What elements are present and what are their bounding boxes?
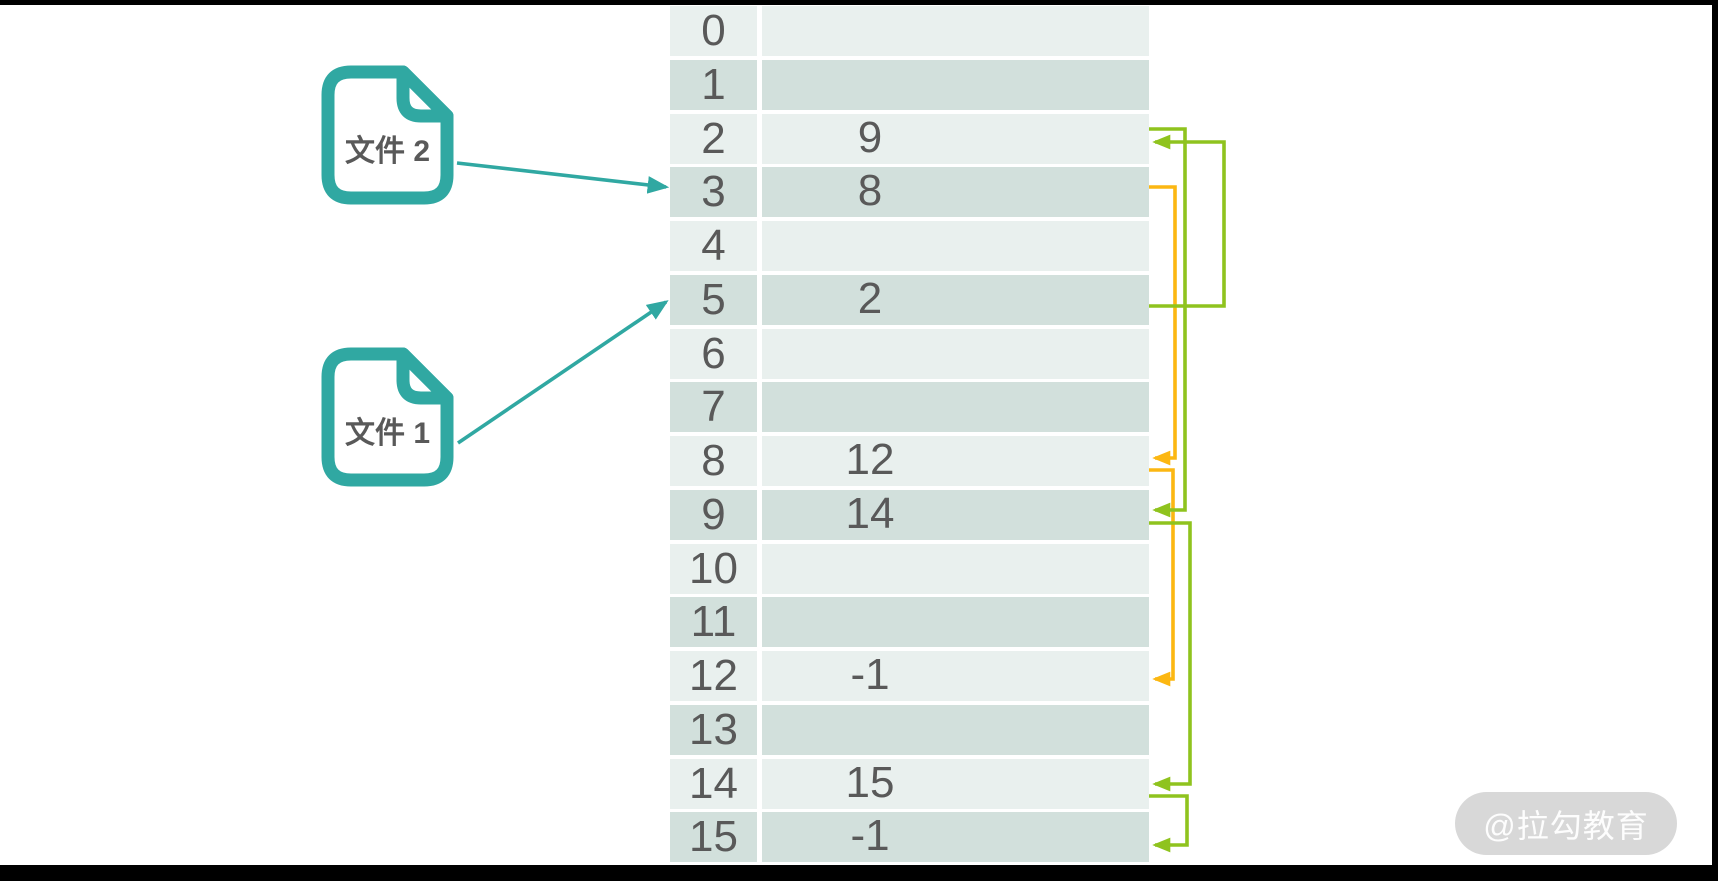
block-index-cell: 15 — [670, 812, 757, 863]
fat-value-text: -1 — [850, 650, 890, 700]
watermark-badge: @拉勾教育 — [1455, 792, 1677, 855]
file1-chain-link-14-15 — [1149, 794, 1189, 853]
block-index-cell: 8 — [670, 436, 757, 486]
file1-chain-link-9-14 — [1149, 521, 1192, 792]
file-1-label: 文件 1 — [344, 416, 431, 450]
block-index-cell: 3 — [670, 167, 757, 218]
fat-value-cell: -1 — [762, 651, 1149, 701]
fat-value-cell — [762, 704, 1149, 755]
file-1-icon: 文件 1 — [320, 347, 455, 487]
block-index-cell: 10 — [670, 543, 757, 594]
fat-value-cell: 15 — [762, 757, 1149, 809]
block-index-cell: 1 — [670, 59, 757, 110]
fat-value-cell — [762, 221, 1149, 271]
fat-value-cell: 8 — [762, 166, 1149, 218]
file2-chain-link-8-12 — [1149, 468, 1175, 687]
fat-value-cell — [762, 382, 1149, 433]
block-index-cell: 6 — [670, 328, 757, 379]
file-1-pointer-arrow — [456, 300, 669, 445]
block-index-cell: 14 — [670, 758, 757, 809]
fat-value-cell — [762, 328, 1149, 379]
file-2-label: 文件 2 — [344, 134, 431, 168]
block-index-cell: 4 — [670, 221, 757, 271]
file2-chain-link-3-8 — [1149, 185, 1177, 466]
block-index-cell: 12 — [670, 651, 757, 701]
fat-value-cell — [762, 543, 1149, 594]
file1-chain-link-2-9 — [1149, 127, 1187, 518]
block-index-cell: 9 — [670, 489, 757, 540]
block-index-cell: 11 — [670, 597, 757, 648]
block-index-cell: 7 — [670, 382, 757, 433]
fat-value-cell: 9 — [762, 112, 1149, 164]
fat-value-cell — [762, 6, 1149, 56]
fat-value-text: 14 — [845, 488, 895, 538]
file-2-pointer-arrow — [456, 161, 670, 194]
watermark-text: @拉勾教育 — [1483, 807, 1649, 844]
fat-value-text: 8 — [857, 166, 883, 216]
block-index-cell: 2 — [670, 113, 757, 164]
fat-value-cell: 12 — [762, 436, 1149, 486]
block-index-cell: 5 — [670, 274, 757, 325]
top-border-bar — [0, 0, 1718, 5]
document-icon — [321, 65, 454, 205]
fat-value-text: 9 — [857, 112, 883, 162]
fat-value-cell: 2 — [762, 273, 1149, 325]
fat-value-cell: 14 — [762, 488, 1149, 540]
fat-value-text: 15 — [845, 757, 895, 807]
fat-value-text: -1 — [850, 811, 890, 861]
fat-value-text: 2 — [857, 273, 883, 323]
fat-value-cell — [762, 597, 1149, 648]
fat-value-text: 12 — [845, 435, 895, 485]
fat-value-cell — [762, 59, 1149, 110]
file-2-icon: 文件 2 — [320, 65, 455, 205]
block-index-cell: 13 — [670, 704, 757, 755]
file1-chain-link-5-2 — [1149, 134, 1226, 308]
block-index-cell: 0 — [670, 6, 757, 56]
fat-value-cell: -1 — [762, 811, 1149, 863]
right-border-bar — [1712, 0, 1718, 881]
document-icon — [321, 347, 454, 487]
bottom-border-bar — [0, 865, 1718, 881]
